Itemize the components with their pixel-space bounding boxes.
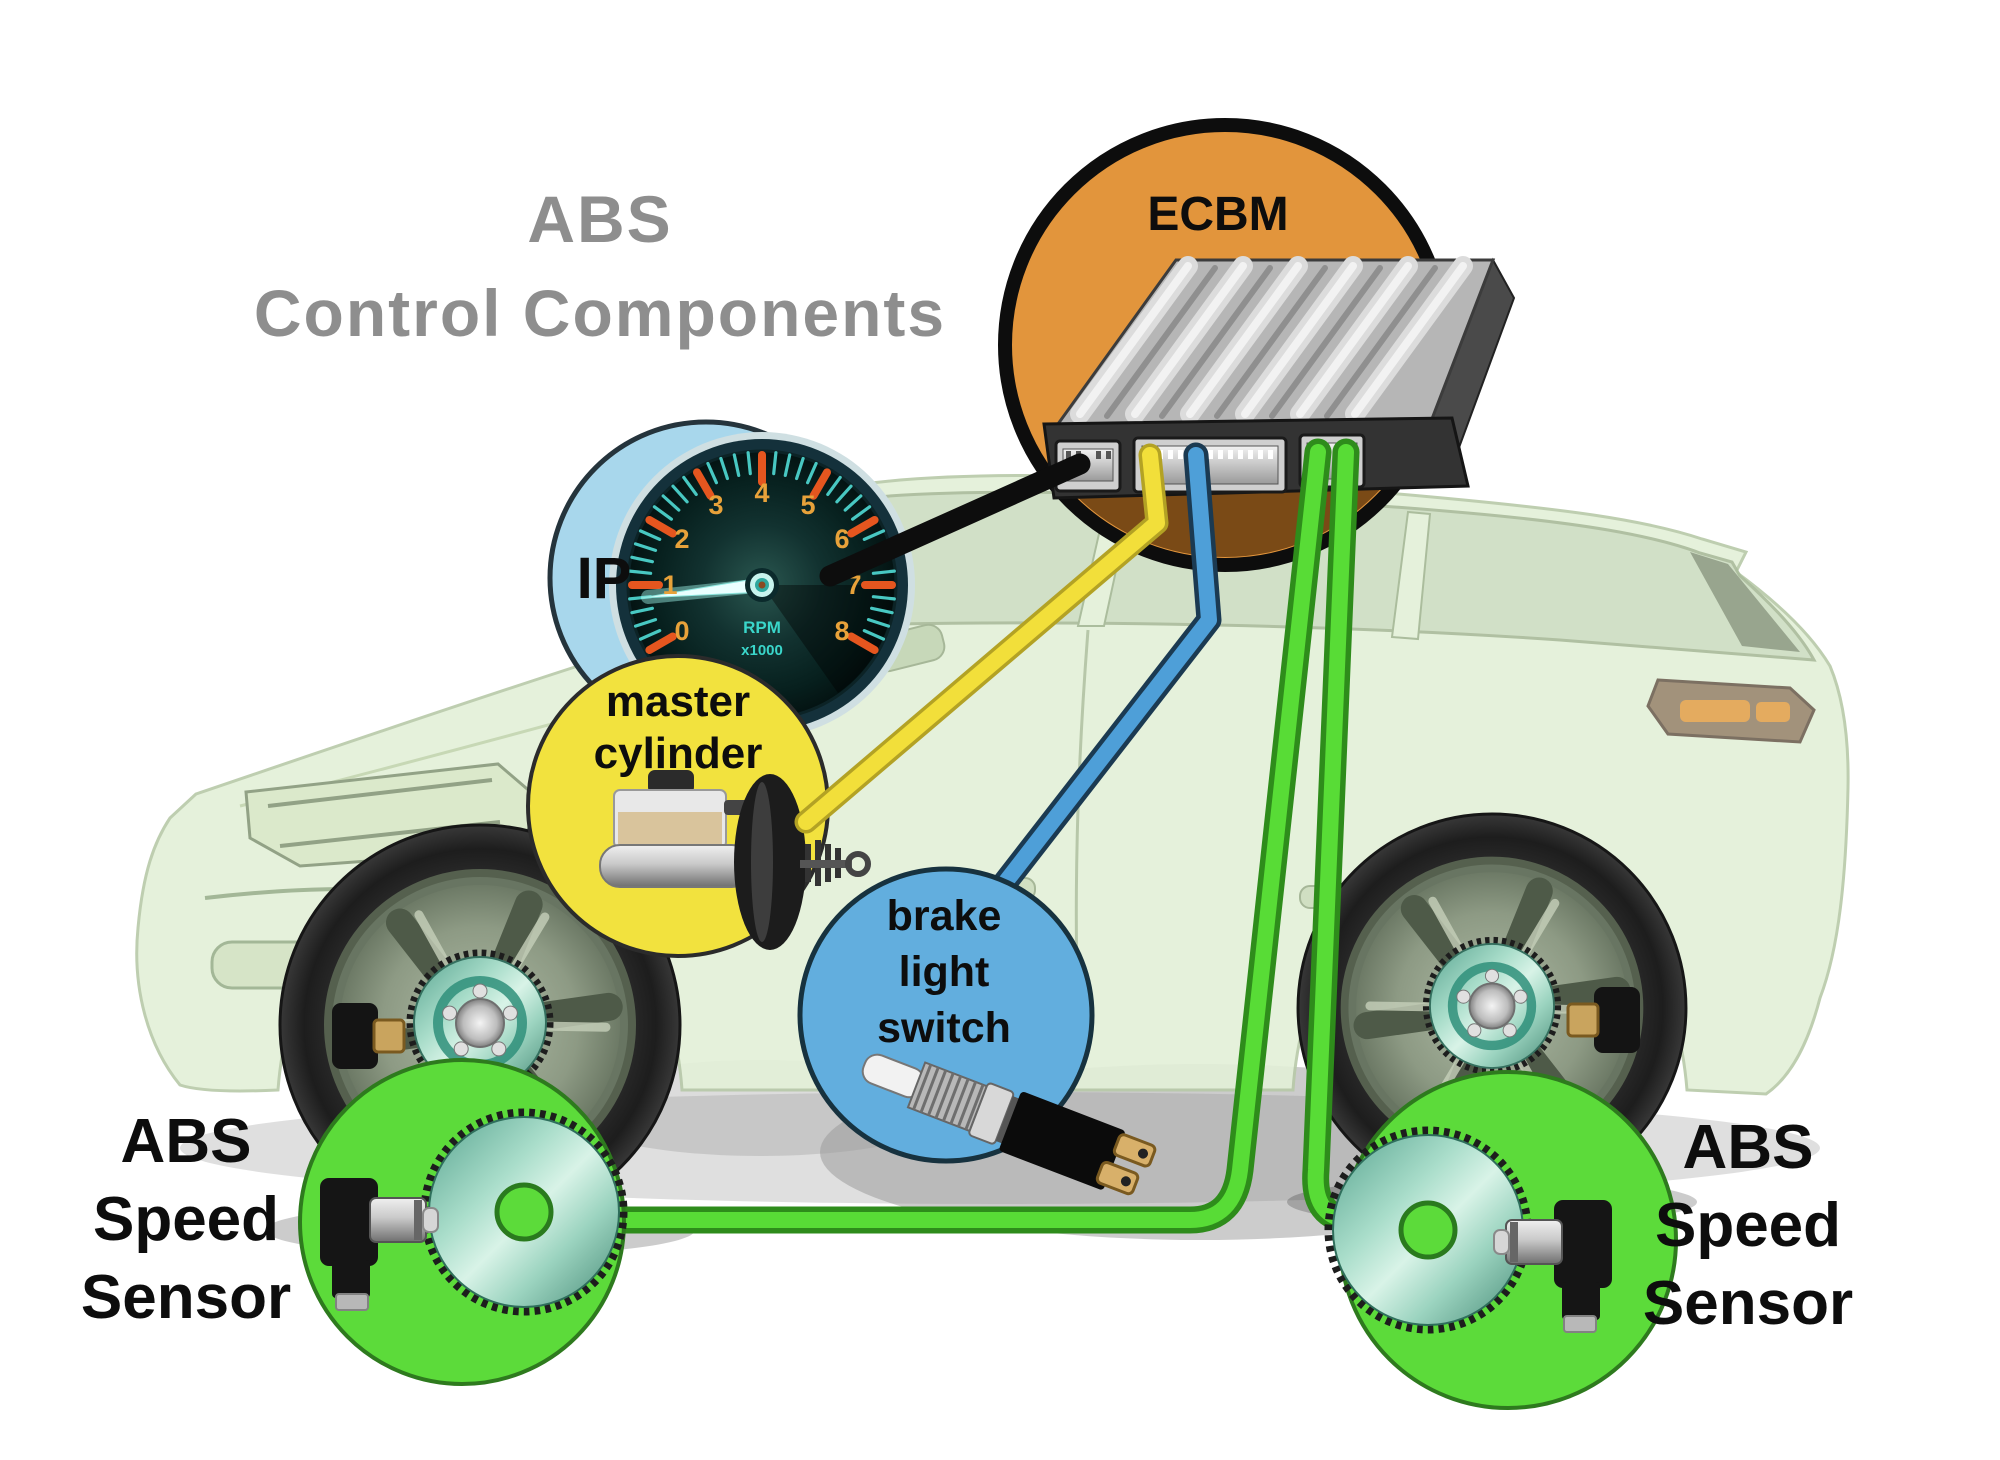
labels: ABS Control Components ABS Speed Sensor … <box>81 182 1853 1338</box>
gauge-hub-dot <box>758 581 766 589</box>
wire-green-left <box>590 444 1326 1228</box>
ecbm-label: ECBM <box>1147 188 1288 241</box>
gauge-number: 0 <box>674 616 689 646</box>
car-taillight-amber <box>1680 700 1750 722</box>
gauge-dark-sector <box>762 585 894 693</box>
master-cylinder-node: master cylinder <box>526 654 871 958</box>
abs-sensor-left-label: Sensor <box>81 1263 291 1332</box>
gauge-unit: RPM <box>743 618 781 637</box>
wire-yellow <box>798 447 1165 830</box>
abs-sensor-left-node <box>298 1058 624 1386</box>
gauge-number: 6 <box>834 524 849 554</box>
car-c-pillar <box>1390 510 1432 641</box>
master-cylinder-label: master <box>606 677 750 726</box>
gauge-number: 3 <box>708 490 723 520</box>
brake-light-switch-label: switch <box>877 1004 1011 1052</box>
page-title: ABS <box>527 182 672 256</box>
car-rear-quarter-window <box>1690 552 1800 652</box>
brake-light-switch-label: light <box>899 948 990 996</box>
abs-sensor-right-label: Speed <box>1655 1191 1841 1260</box>
wire-blue <box>996 447 1217 892</box>
abs-sensor-right-label: ABS <box>1683 1113 1814 1182</box>
gauge-number: 8 <box>834 616 849 646</box>
gauge-unit: x1000 <box>741 642 783 659</box>
brake-light-switch-label: brake <box>887 892 1002 940</box>
master-cylinder-icon <box>599 770 871 950</box>
gauge-number: 5 <box>800 490 815 520</box>
gauge-number: 2 <box>674 524 689 554</box>
abs-sensor-right-label: Sensor <box>1643 1269 1853 1338</box>
car-taillight-amber <box>1756 702 1790 722</box>
brake-light-switch-circle <box>797 866 1095 1164</box>
gauge-ticks <box>628 451 896 654</box>
master-cylinder-label: cylinder <box>594 729 763 778</box>
page-title: Control Components <box>254 276 946 350</box>
abs-sensor-right-node <box>1331 1070 1678 1410</box>
wire-black <box>819 453 1091 587</box>
car-body <box>135 474 1850 1096</box>
ip-label: IP <box>577 546 632 611</box>
brake-light-switch-node: brake light switch <box>797 866 1157 1196</box>
brake-light-switch-icon <box>861 1053 1157 1196</box>
abs-sensor-left-label: Speed <box>93 1185 279 1254</box>
abs-sensor-left-label: ABS <box>121 1107 252 1176</box>
gauge-number: 4 <box>754 478 769 508</box>
gauge-number: 1 <box>662 570 677 600</box>
